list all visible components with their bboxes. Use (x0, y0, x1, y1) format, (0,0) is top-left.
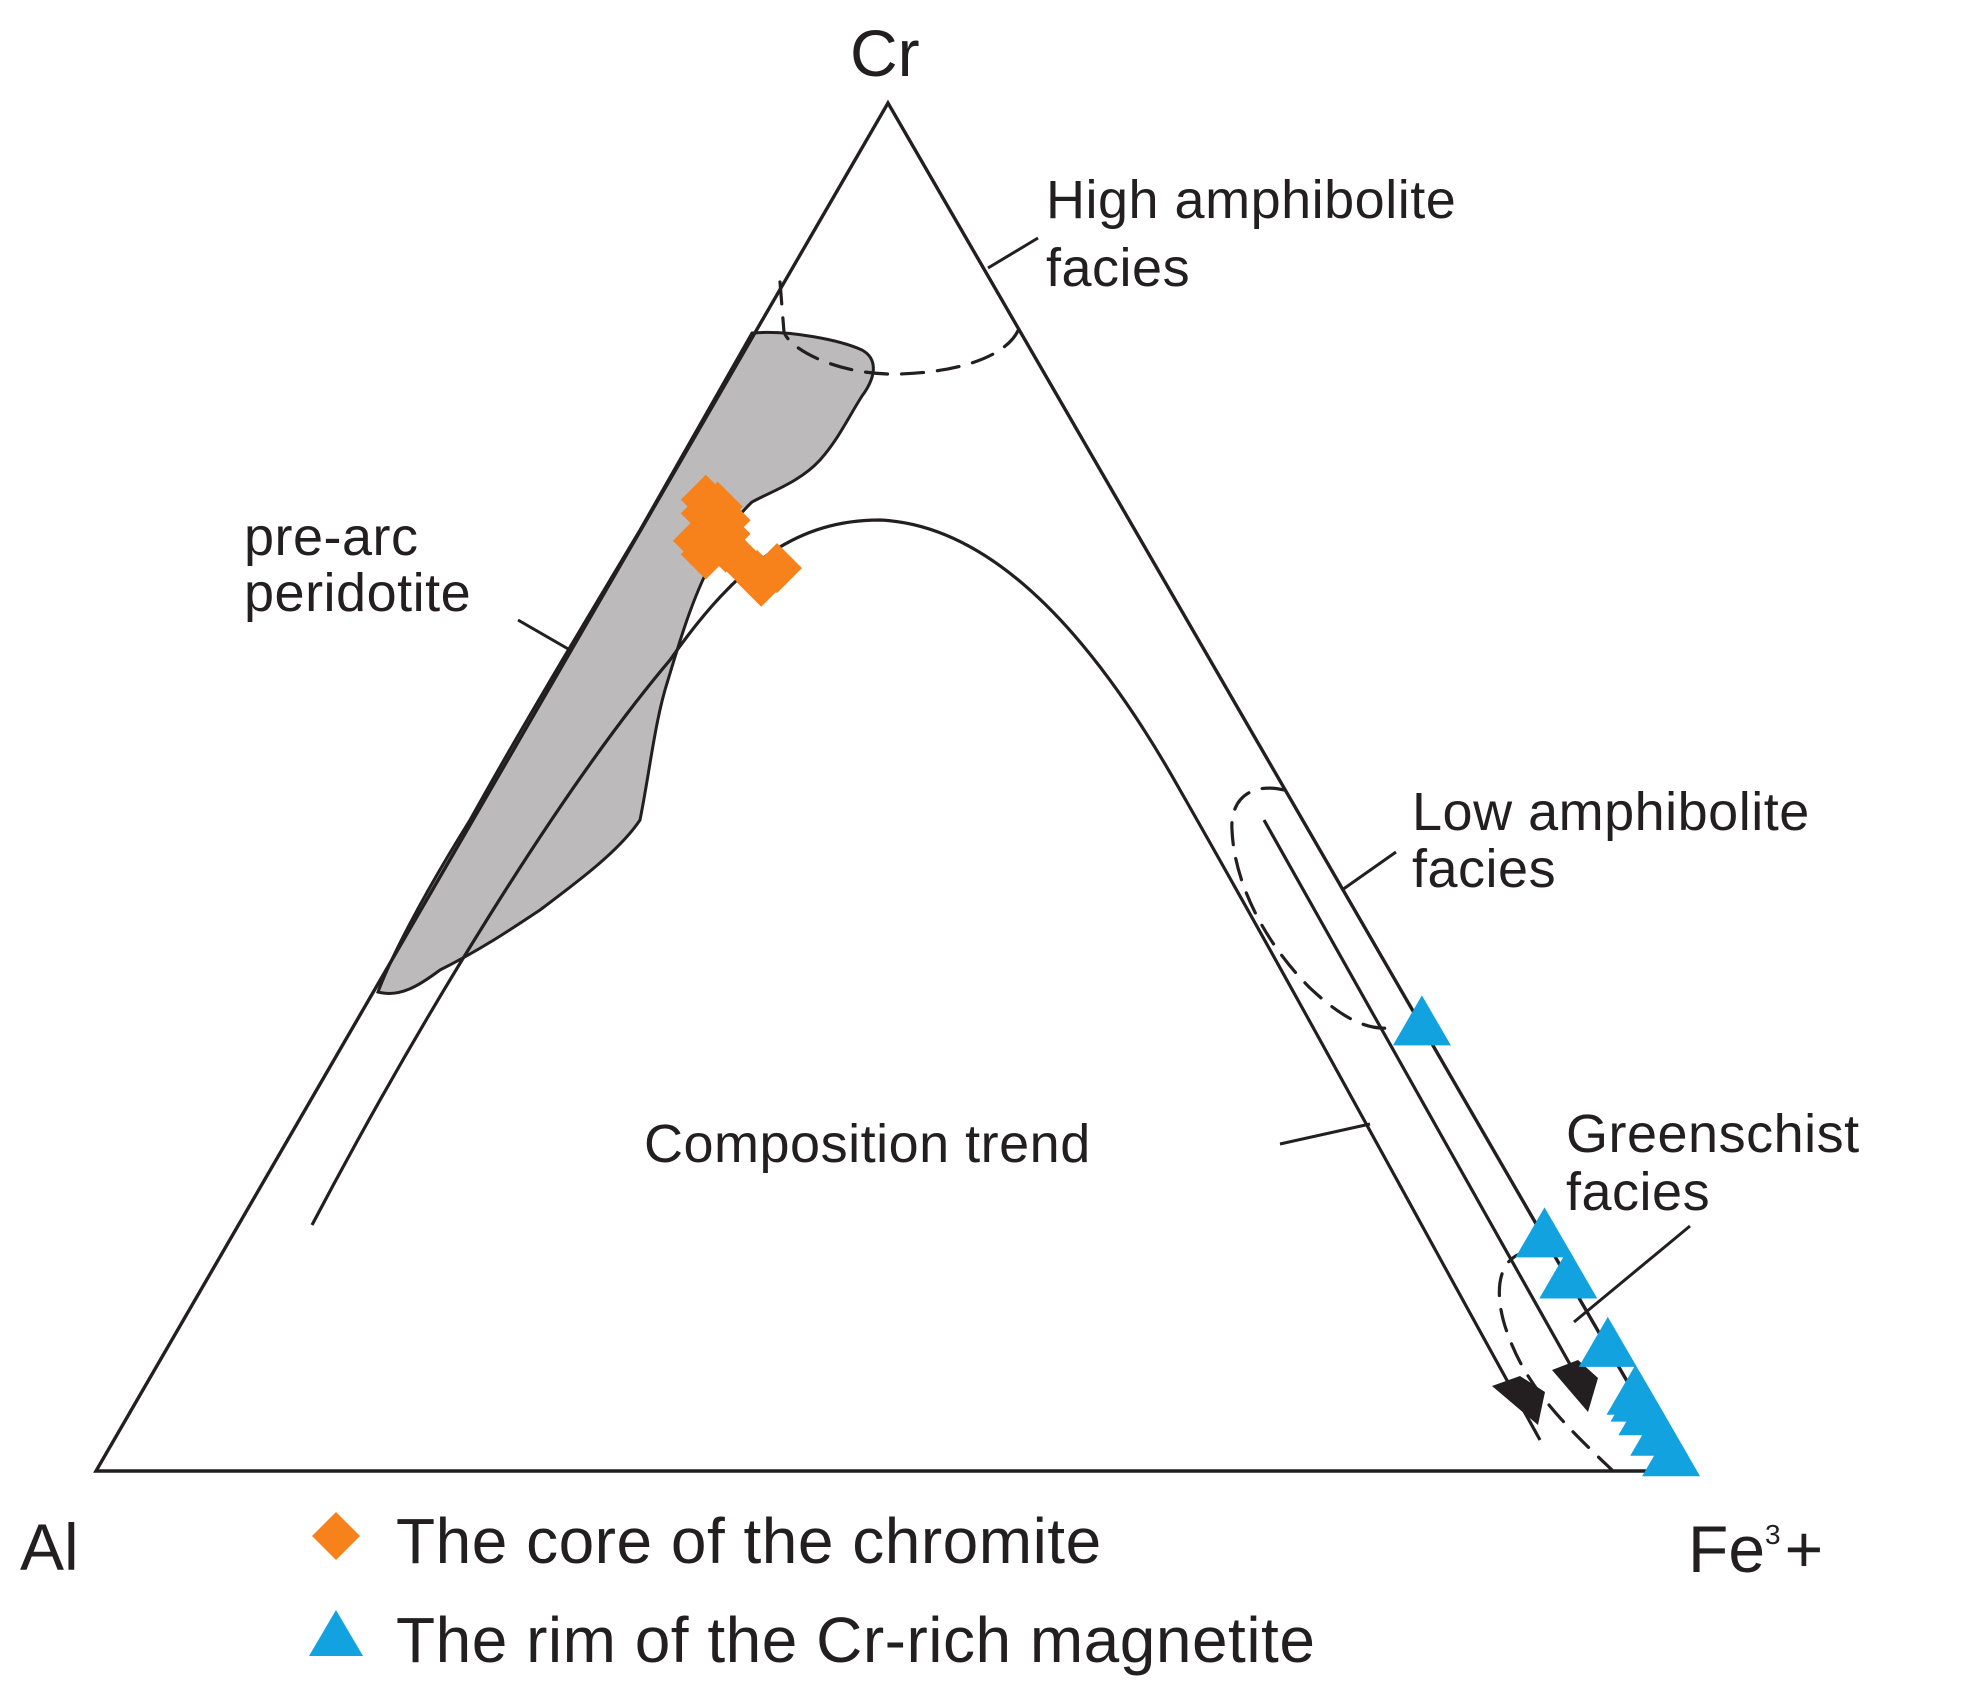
composition-trend-arrowhead (1492, 1376, 1545, 1425)
label-greenschist: Greenschist (1566, 1104, 1860, 1164)
magnetite-rim-point-0 (1392, 995, 1451, 1046)
data-markers (672, 474, 1701, 1477)
composition-trend-leader (1279, 1122, 1371, 1146)
label-pre-arc: pre-arc (244, 507, 419, 567)
label-peridotite: peridotite (244, 563, 471, 623)
chromite-core-point-12 (736, 556, 787, 607)
magnetite-rim-point-2 (1539, 1248, 1598, 1299)
composition-trend-curve (310, 518, 1542, 1441)
pre-arc-peridotite-field (376, 330, 875, 995)
low-amphibolite-facies-boundary (1230, 786, 1392, 1030)
legend: The core of the chromite The rim of the … (309, 1505, 1315, 1676)
ternary-triangle (93, 99, 1682, 1473)
pre-arc-leader (517, 618, 571, 652)
magnetite-rim-point-1 (1515, 1207, 1574, 1258)
magnetite-rim-point-8 (1642, 1426, 1701, 1477)
label-high-amphibolite-facies: facies (1046, 238, 1190, 298)
label-low-amphibolite: Low amphibolite (1412, 782, 1810, 842)
apex-label-cr: Cr (850, 16, 920, 90)
label-greenschist-facies: facies (1566, 1162, 1710, 1222)
high-amphibolite-leader (987, 236, 1039, 270)
label-high-amphibolite: High amphibolite (1046, 170, 1456, 230)
chromite-core-point-8 (680, 529, 731, 580)
rim-trend-arrowhead (1552, 1360, 1598, 1412)
greenschist-leader (1573, 1224, 1691, 1324)
legend-label-magnetite-rim: The rim of the Cr-rich magnetite (396, 1604, 1315, 1676)
label-composition-trend: Composition trend (644, 1114, 1091, 1174)
high-amphibolite-facies-boundary (778, 280, 1022, 376)
magnetite-rim-point-3 (1578, 1316, 1637, 1367)
rim-trend-line (1262, 819, 1592, 1401)
apex-label-fe3: Fe3+ (1688, 1512, 1823, 1586)
legend-label-chromite-core: The core of the chromite (396, 1505, 1102, 1577)
apex-label-al: Al (20, 1510, 79, 1584)
legend-triangle-marker (309, 1610, 363, 1656)
legend-diamond-marker (312, 1512, 360, 1560)
greenschist-facies-boundary (1497, 1250, 1614, 1472)
low-amphibolite-leader (1341, 850, 1397, 892)
label-low-amphibolite-facies: facies (1412, 839, 1556, 899)
